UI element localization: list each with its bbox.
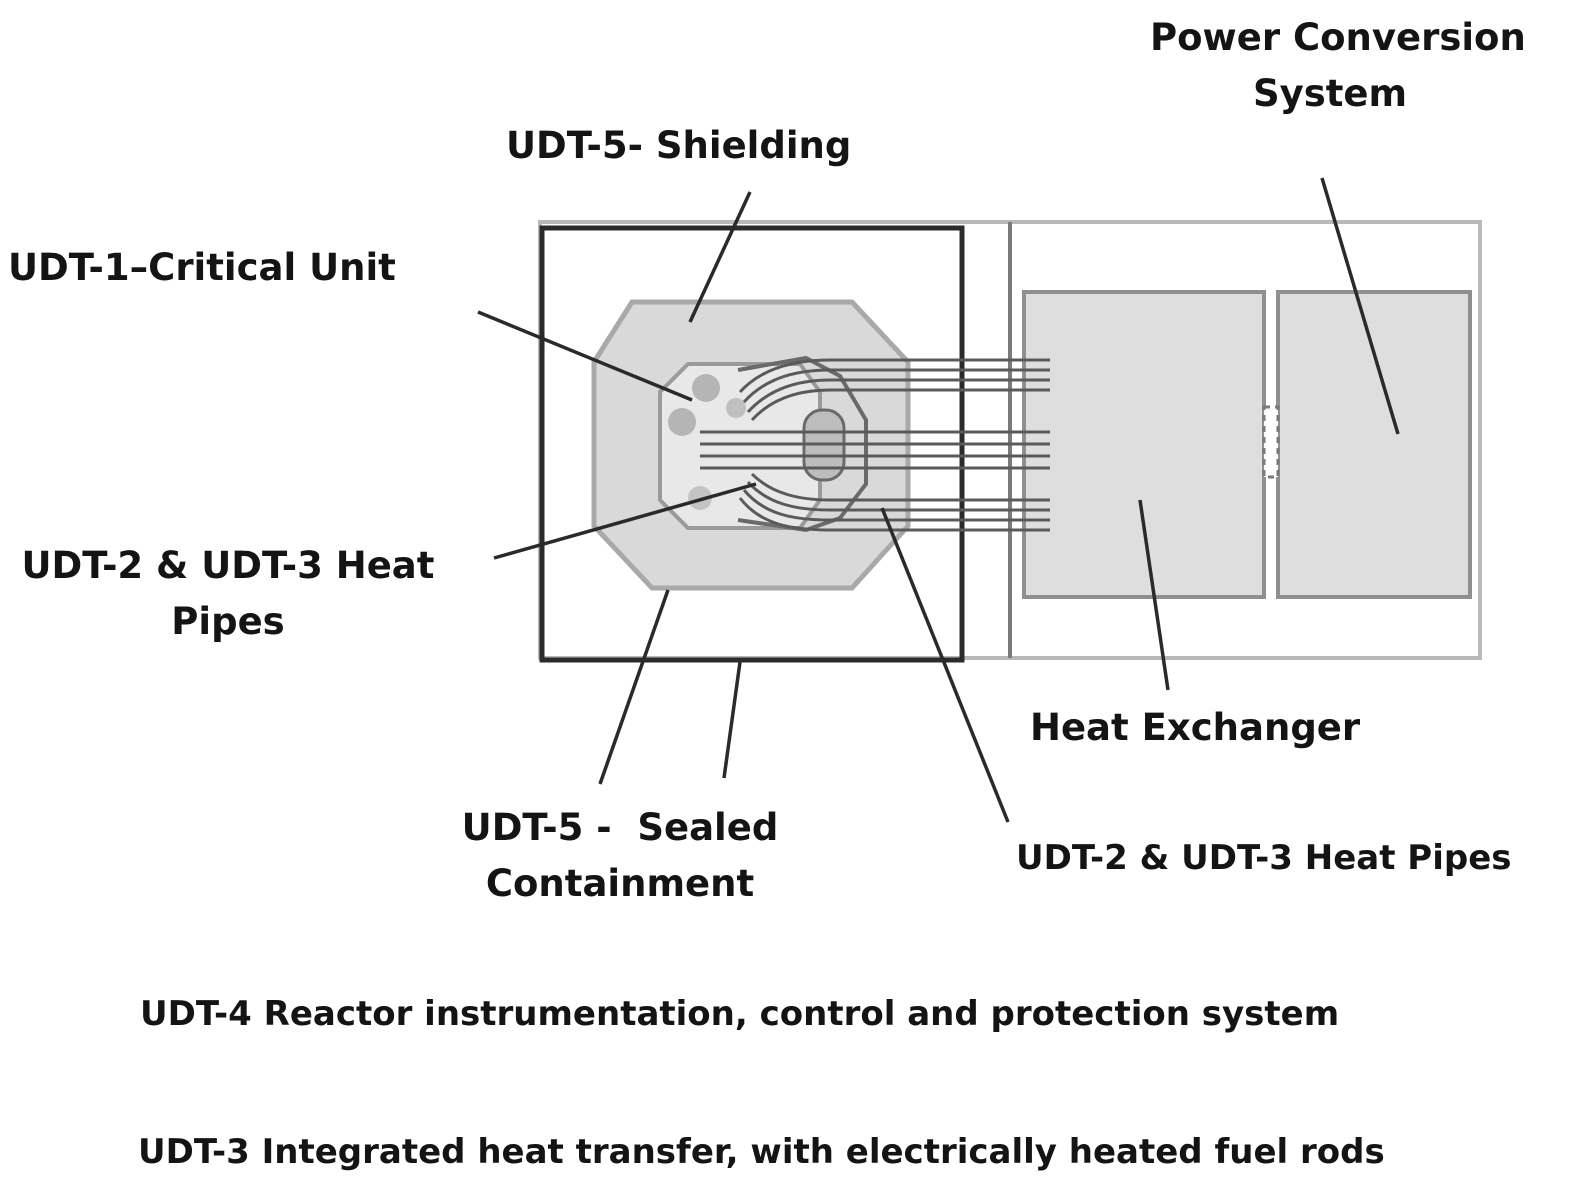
fuel-element bbox=[692, 374, 720, 402]
coupling-connector bbox=[1262, 405, 1280, 479]
label-power-conversion-line1: Power Conversion bbox=[1150, 16, 1526, 59]
heat-pipes bbox=[700, 358, 1050, 532]
leader-power-conversion bbox=[1320, 177, 1400, 435]
label-sealed-containment: UDT-5 - Sealed Containment bbox=[440, 800, 800, 912]
label-shielding: UDT-5- Shielding bbox=[506, 124, 852, 167]
leader-heat-exchanger bbox=[1138, 499, 1170, 691]
power-conversion-block bbox=[1276, 290, 1472, 599]
label-heat-pipes-right: UDT-2 & UDT-3 Heat Pipes bbox=[1016, 838, 1512, 878]
footer-line-2: UDT-3 Integrated heat transfer, with ele… bbox=[138, 1132, 1385, 1172]
label-heat-exchanger: Heat Exchanger bbox=[1030, 706, 1361, 749]
label-heat-pipes-left-line1: UDT-2 & UDT-3 Heat bbox=[21, 544, 435, 587]
label-heat-pipes-left-line2: Pipes bbox=[171, 600, 285, 643]
leader-shielding bbox=[688, 191, 752, 323]
label-sealed-containment-line1: UDT-5 - Sealed bbox=[461, 806, 779, 849]
leader-containment-2 bbox=[722, 661, 742, 779]
fuel-element bbox=[726, 398, 746, 418]
label-critical-unit: UDT-1–Critical Unit bbox=[8, 246, 396, 289]
footer-line-1: UDT-4 Reactor instrumentation, control a… bbox=[140, 994, 1340, 1034]
label-heat-pipes-left: UDT-2 & UDT-3 Heat Pipes bbox=[8, 538, 448, 650]
label-sealed-containment-line2: Containment bbox=[485, 862, 755, 905]
label-power-conversion: Power Conversion System bbox=[1150, 10, 1526, 122]
fuel-element bbox=[668, 408, 696, 436]
label-power-conversion-line2: System bbox=[1252, 72, 1408, 115]
heat-exchanger-block bbox=[1022, 290, 1266, 599]
leader-heat-pipes-right bbox=[880, 507, 1010, 823]
leader-critical-unit bbox=[477, 310, 693, 402]
leader-heat-pipes-left bbox=[493, 482, 757, 560]
leader-containment-1 bbox=[598, 589, 670, 785]
